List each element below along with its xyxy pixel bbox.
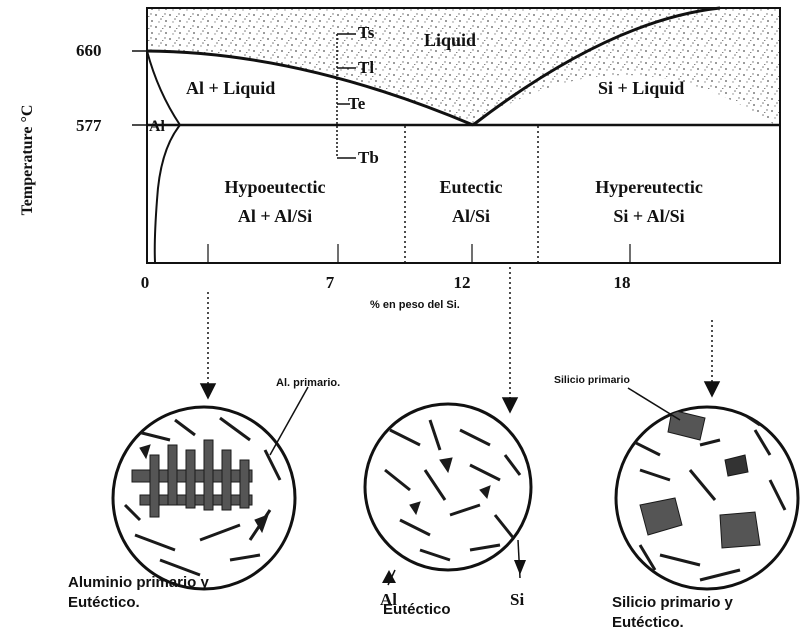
hypereutectic-phases: Si + Al/Si: [613, 206, 684, 226]
callout-silicio-primario: Silicio primario: [554, 374, 630, 386]
al-label: Al: [149, 118, 166, 135]
caption-left-line1: Aluminio primario y: [68, 574, 210, 591]
te-label: Te: [348, 94, 366, 113]
callout-line-silicio-primario: [628, 388, 680, 420]
leader-center-arrow: [503, 398, 517, 412]
micrograph-eutectic: Al Si: [365, 404, 531, 609]
micrograph-center-circle: [365, 404, 531, 570]
tb-label: Tb: [358, 148, 379, 167]
callout-al-primario: Al. primario.: [276, 377, 340, 389]
micrograph-hypoeutectic: Al. primario.: [113, 377, 340, 589]
ts-label: Ts: [358, 23, 375, 42]
captions: Aluminio primario y Eutéctico. Eutéctico…: [68, 574, 734, 631]
eutectic-phases: Al/Si: [452, 206, 490, 226]
solidus-line: [147, 51, 180, 125]
x-tick-label-7: 7: [326, 273, 335, 292]
hypoeutectic-label: Hypoeutectic: [225, 177, 326, 197]
micrograph-right-circle: [616, 407, 798, 589]
leader-right-arrow: [705, 382, 719, 396]
al-liquid-label: Al + Liquid: [186, 78, 275, 98]
x-tick-label-18: 18: [614, 273, 631, 292]
liquid-region: [147, 8, 780, 125]
y-tick-label-577: 577: [76, 116, 102, 135]
callout-line-al-primario: [270, 387, 308, 455]
hypoeutectic-phases: Al + Al/Si: [238, 206, 312, 226]
caption-right-line1: Silicio primario y: [612, 594, 734, 611]
phase-diagram: Liquid Al + Liquid Si + Liquid Al Ts Tl …: [19, 8, 780, 311]
x-tick-label-0: 0: [141, 273, 150, 292]
callout-arrow-si: [514, 560, 526, 575]
eutectic-label: Eutectic: [440, 177, 503, 197]
solvus-line: [155, 125, 180, 262]
si-liquid-label: Si + Liquid: [598, 78, 684, 98]
liquid-label: Liquid: [424, 30, 476, 50]
primary-si-crystal: [720, 512, 760, 548]
y-tick-label-660: 660: [76, 41, 102, 60]
x-tick-label-12: 12: [454, 273, 471, 292]
y-axis-title: Temperature °C: [19, 105, 36, 216]
x-axis-title: % en peso del Si.: [370, 299, 460, 311]
caption-right-line2: Eutéctico.: [612, 614, 684, 631]
caption-left-line2: Eutéctico.: [68, 594, 140, 611]
callout-si: Si: [510, 590, 524, 609]
caption-center: Eutéctico: [383, 601, 451, 618]
tl-label: Tl: [358, 58, 374, 77]
micrograph-hypereutectic: Silicio primario: [554, 374, 798, 589]
leader-left-arrow: [201, 384, 215, 398]
hypereutectic-label: Hypereutectic: [595, 177, 703, 197]
